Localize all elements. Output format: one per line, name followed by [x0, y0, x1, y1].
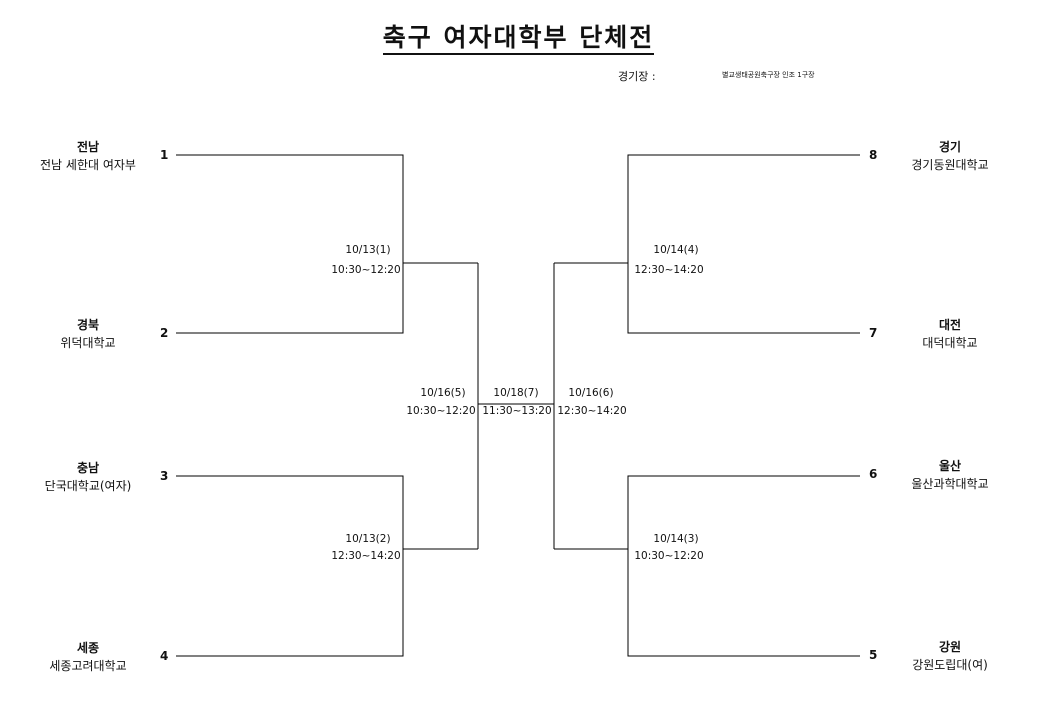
bracket-line-seed3: [176, 475, 478, 550]
team-seed-4: 세종 세종고려대학교: [13, 639, 163, 675]
team-name: 강원도립대(여): [912, 658, 988, 672]
team-name: 세종고려대학교: [49, 659, 127, 673]
team-seed-3: 충남 단국대학교(여자): [13, 459, 163, 495]
team-region: 충남: [76, 461, 100, 475]
seed-number: 1: [160, 148, 169, 162]
match-2-time: 12:30~14:20: [331, 550, 401, 562]
match-7-date: 10/18(7): [493, 387, 539, 399]
team-name: 울산과학대학교: [911, 477, 989, 491]
bracket-line-seed6: [554, 475, 860, 550]
team-seed-7: 대전 대덕대학교: [875, 316, 1025, 352]
team-name: 전남 세한대 여자부: [40, 158, 136, 172]
match-7-time: 11:30~13:20: [482, 405, 552, 417]
bracket-line-seed8: [554, 154, 860, 264]
team-seed-8: 경기 경기동원대학교: [875, 138, 1025, 174]
seed-number: 5: [869, 648, 878, 662]
match-5-date: 10/16(5): [420, 387, 466, 399]
page-title: 축구 여자대학부 단체전: [0, 18, 1037, 55]
venue-value: 별교생태공원축구장 인조 1구장: [722, 71, 815, 79]
bracket-line-seed1: [176, 154, 478, 264]
match-6-time: 12:30~14:20: [557, 405, 627, 417]
seed-number: 7: [869, 326, 878, 340]
seed-number: 3: [160, 469, 169, 483]
seed-number: 4: [160, 649, 169, 663]
match-1-time: 10:30~12:20: [331, 264, 401, 276]
bracket-line-seed4: [176, 549, 404, 657]
match-5-time: 10:30~12:20: [406, 405, 476, 417]
venue-label: 경기장 :: [618, 70, 656, 83]
bracket-line-seed5: [627, 549, 860, 657]
team-region: 전남: [76, 140, 100, 154]
match-1-date: 10/13(1): [345, 244, 391, 256]
match-4-time: 12:30~14:20: [634, 264, 704, 276]
match-4-date: 10/14(4): [653, 244, 699, 256]
match-3-time: 10:30~12:20: [634, 550, 704, 562]
team-region: 경기: [938, 140, 962, 154]
team-name: 단국대학교(여자): [44, 479, 132, 493]
seed-number: 8: [869, 148, 878, 162]
bracket-line-seed2: [176, 263, 404, 334]
bracket-line-seed7: [627, 263, 860, 334]
team-name: 대덕대학교: [922, 336, 978, 350]
seed-number: 2: [160, 326, 169, 340]
team-seed-5: 강원 강원도립대(여): [875, 638, 1025, 674]
match-6-date: 10/16(6): [568, 387, 614, 399]
team-region: 경북: [76, 318, 100, 332]
team-region: 세종: [76, 641, 100, 655]
team-name: 위덕대학교: [60, 336, 116, 350]
match-3-date: 10/14(3): [653, 533, 699, 545]
match-2-date: 10/13(2): [345, 533, 391, 545]
team-seed-6: 울산 울산과학대학교: [875, 457, 1025, 493]
team-region: 울산: [938, 459, 962, 473]
team-region: 강원: [938, 640, 962, 654]
team-seed-2: 경북 위덕대학교: [13, 316, 163, 352]
seed-number: 6: [869, 467, 878, 481]
title-text: 축구 여자대학부 단체전: [382, 23, 655, 55]
team-name: 경기동원대학교: [911, 158, 989, 172]
team-region: 대전: [938, 318, 962, 332]
team-seed-1: 전남 전남 세한대 여자부: [13, 138, 163, 174]
